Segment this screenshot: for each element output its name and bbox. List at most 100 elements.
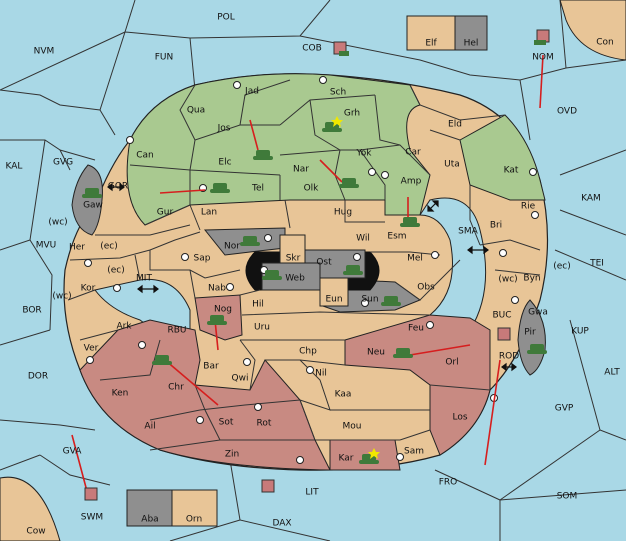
- province-seams: [67, 79, 541, 451]
- label-tei: TEI: [589, 259, 604, 269]
- label-car: Car: [405, 148, 421, 158]
- label-zin: Zin: [225, 450, 239, 460]
- label-pir: Pir: [524, 328, 536, 338]
- label-mou: Mou: [343, 422, 362, 432]
- labels: POL NVM FUN COB NOM Con Elf Hel OVD KAL …: [6, 13, 621, 537]
- label-bor: BOR: [22, 306, 41, 316]
- label-ovd: OVD: [557, 107, 577, 117]
- label-fun: FUN: [155, 53, 174, 63]
- label-ken: Ken: [112, 389, 129, 399]
- army-nor-unit: [240, 236, 260, 246]
- label-mvu: MVU: [36, 241, 57, 251]
- label-olk: Olk: [304, 184, 320, 194]
- label-bri: Bri: [490, 221, 502, 231]
- army-chr-unit: [152, 355, 172, 365]
- label-mit: MIT: [136, 274, 152, 284]
- army-gaw-unit: [82, 188, 102, 198]
- label-nom: NOM: [532, 53, 554, 63]
- label-ec1: (ec): [100, 242, 118, 252]
- label-elf: Elf: [425, 39, 437, 49]
- province-hel[interactable]: [454, 15, 488, 51]
- province-orn[interactable]: [171, 489, 218, 527]
- province-pir[interactable]: [517, 299, 546, 376]
- label-cow: Cow: [26, 527, 45, 537]
- label-jad: Jad: [244, 87, 259, 97]
- label-amp: Amp: [401, 177, 422, 187]
- fleet-lit-unit: [261, 479, 275, 493]
- label-obs: Obs: [417, 283, 435, 293]
- label-som: SOM: [557, 492, 578, 502]
- army-esm-unit: [400, 217, 420, 227]
- label-skr: Skr: [286, 254, 301, 264]
- army-tel-unit: [210, 183, 230, 193]
- label-kor: Kor: [81, 284, 96, 294]
- supply-centers: [84, 76, 539, 464]
- label-eun: Eun: [325, 295, 342, 305]
- army-olk-unit: [339, 178, 359, 188]
- label-kat: Kat: [504, 166, 519, 176]
- label-kam: KAM: [581, 194, 601, 204]
- label-wc1: (wc): [48, 218, 67, 228]
- province-gaw[interactable]: [71, 164, 103, 236]
- label-ail: Ail: [144, 422, 155, 432]
- label-uta: Uta: [444, 160, 460, 170]
- army-web-unit: [262, 270, 282, 280]
- fleet-swm-unit: [84, 487, 98, 501]
- label-rie: Rie: [521, 202, 536, 212]
- label-sma: SMA: [458, 227, 478, 237]
- label-gvp: GVP: [555, 404, 574, 414]
- label-hil: Hil: [252, 300, 264, 310]
- label-ec3: (ec): [553, 262, 571, 272]
- label-yok: Yok: [355, 149, 372, 159]
- army-sun-unit: [381, 296, 401, 306]
- canal-connectors: [107, 182, 517, 372]
- label-nog: Nog: [214, 305, 232, 315]
- label-con: Con: [596, 38, 614, 48]
- label-kaa: Kaa: [335, 390, 352, 400]
- army-pir-unit: [527, 344, 547, 354]
- army-neu-unit: [393, 348, 413, 358]
- label-can: Can: [136, 151, 154, 161]
- label-lit: LIT: [305, 488, 319, 498]
- label-byn: Byn: [523, 274, 540, 284]
- label-esm: Esm: [387, 232, 406, 242]
- order-arrows: [71, 54, 544, 496]
- label-gvg: GVG: [53, 158, 73, 168]
- label-tel: Tel: [251, 184, 264, 194]
- label-ver: Ver: [84, 344, 99, 354]
- army-grh-unit: [322, 116, 343, 132]
- label-sch: Sch: [330, 88, 346, 98]
- label-chr: Chr: [168, 383, 184, 393]
- label-gaw: Gaw: [83, 201, 103, 211]
- label-wc3: (wc): [498, 275, 517, 285]
- red-region-east: [344, 314, 491, 456]
- label-lan: Lan: [201, 208, 217, 218]
- army-kar-unit: [359, 448, 380, 464]
- label-ost: Ost: [316, 258, 332, 268]
- label-chp: Chp: [299, 347, 317, 357]
- label-feu: Feu: [408, 324, 424, 334]
- label-sot: Sot: [219, 418, 234, 428]
- label-qua: Qua: [187, 106, 205, 116]
- label-sun: Sun: [361, 295, 378, 305]
- label-gor: GOR: [108, 182, 128, 192]
- label-dax: DAX: [272, 519, 291, 529]
- label-rot: Rot: [257, 419, 272, 429]
- label-aba: Aba: [141, 515, 158, 525]
- label-mel: Mel: [407, 254, 423, 264]
- label-hug: Hug: [334, 208, 352, 218]
- label-kar: Kar: [339, 454, 354, 464]
- army-elc-unit: [253, 150, 273, 160]
- province-elf[interactable]: [406, 15, 456, 51]
- label-elc: Elc: [218, 158, 231, 168]
- label-nor: Nor: [224, 242, 240, 252]
- label-sap: Sap: [194, 254, 211, 264]
- province-eun[interactable]: [319, 277, 349, 307]
- label-los: Los: [452, 413, 467, 423]
- label-nar: Nar: [293, 165, 309, 175]
- label-kal: KAL: [6, 162, 23, 172]
- green-east: [459, 114, 546, 201]
- fleet-buc-unit: [497, 327, 511, 341]
